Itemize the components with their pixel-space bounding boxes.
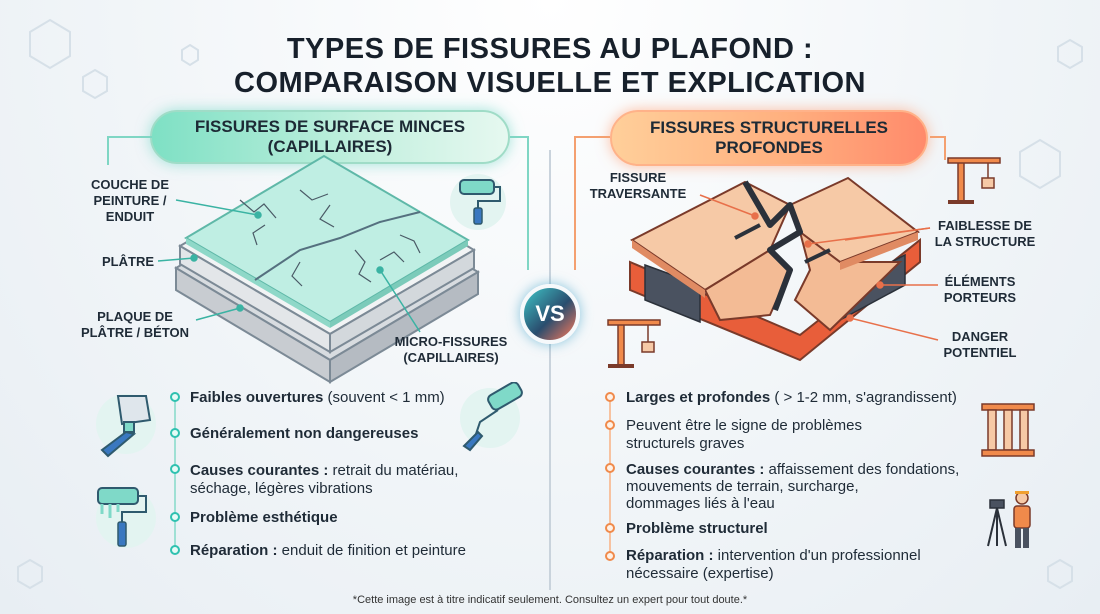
right-bullet-dot bbox=[605, 420, 615, 430]
paint-roller-icon bbox=[96, 487, 156, 548]
label-potential-danger: DANGER POTENTIEL bbox=[943, 329, 1017, 360]
left-heading-connector bbox=[107, 136, 152, 165]
left-bullet-dot bbox=[170, 392, 180, 402]
footnote: *Cette image est à titre indicatif seule… bbox=[352, 594, 748, 606]
right-heading-line-1: FISSURES STRUCTURELLES bbox=[649, 118, 889, 137]
label-plaster: PLÂTRE bbox=[102, 254, 154, 269]
structural-crack-slab bbox=[629, 176, 921, 362]
title-line-2: COMPARAISON VISUELLE ET EXPLICATION bbox=[234, 67, 866, 99]
left-bullet-dot bbox=[170, 545, 180, 555]
left-vs-connector bbox=[510, 136, 529, 270]
putty-knife-icon bbox=[96, 394, 156, 458]
right-bullet-dot bbox=[605, 551, 615, 561]
left-bullet-dot bbox=[170, 512, 180, 522]
left-bullet-4: Problème esthétique bbox=[190, 509, 338, 526]
right-heading-line-2: PROFONDES bbox=[715, 138, 823, 157]
right-heading-connector bbox=[930, 136, 946, 160]
left-bullet-3: Causes courantes : retrait du matériau,s… bbox=[190, 462, 459, 497]
right-bullet-dot bbox=[605, 463, 615, 473]
right-bullet-dot bbox=[605, 392, 615, 402]
right-vs-connector bbox=[574, 136, 610, 270]
label-structural-weakness: FAIBLESSE DE LA STRUCTURE bbox=[934, 218, 1036, 249]
pillars-icon bbox=[981, 403, 1035, 457]
crane-icon bbox=[947, 157, 1001, 204]
right-bullet-1: Larges et profondes ( > 1-2 mm, s'agrand… bbox=[626, 389, 957, 406]
vs-badge: VS bbox=[520, 284, 580, 344]
title-line-1: TYPES DE FISSURES AU PLAFOND : bbox=[286, 33, 814, 65]
right-bullet-3: Causes courantes : affaissement des fond… bbox=[626, 461, 960, 512]
page-title: TYPES DE FISSURES AU PLAFOND : COMPARAIS… bbox=[0, 32, 1100, 100]
thin-crack-slab bbox=[174, 154, 480, 384]
right-bullet-5: Réparation : intervention d'un professio… bbox=[626, 547, 921, 582]
label-through-crack: FISSURE TRAVERSANTE bbox=[589, 170, 687, 201]
right-heading: FISSURES STRUCTURELLES PROFONDES bbox=[610, 110, 928, 166]
left-bullet-dot bbox=[170, 428, 180, 438]
label-plaster-board: PLAQUE DE PLÂTRE / BÉTON bbox=[80, 309, 190, 340]
paint-roller-icon bbox=[460, 382, 523, 452]
crane-icon bbox=[607, 319, 661, 368]
label-bearing-elements: ÉLÉMENTS PORTEURS bbox=[943, 274, 1017, 305]
right-bullet-4: Problème structurel bbox=[626, 520, 768, 537]
left-bullet-dot bbox=[170, 464, 180, 474]
label-micro-cracks: MICRO-FISSURES (CAPILLAIRES) bbox=[394, 334, 508, 365]
left-heading-line-1: FISSURES DE SURFACE MINCES bbox=[194, 117, 466, 136]
left-heading-line-2: (CAPILLAIRES) bbox=[267, 137, 393, 156]
label-paint-layer: COUCHE DE PEINTURE / ENDUIT bbox=[90, 177, 169, 224]
center-divider bbox=[549, 150, 551, 590]
surveyor-icon bbox=[987, 491, 1031, 548]
left-bullet-1: Faibles ouvertures (souvent < 1 mm) bbox=[190, 389, 445, 406]
left-heading: FISSURES DE SURFACE MINCES (CAPILLAIRES) bbox=[150, 110, 510, 164]
right-bullet-dot bbox=[605, 523, 615, 533]
paint-roller-icon bbox=[450, 174, 506, 230]
left-bullet-5: Réparation : enduit de finition et peint… bbox=[190, 542, 466, 559]
left-bullet-2: Généralement non dangereuses bbox=[190, 425, 419, 442]
